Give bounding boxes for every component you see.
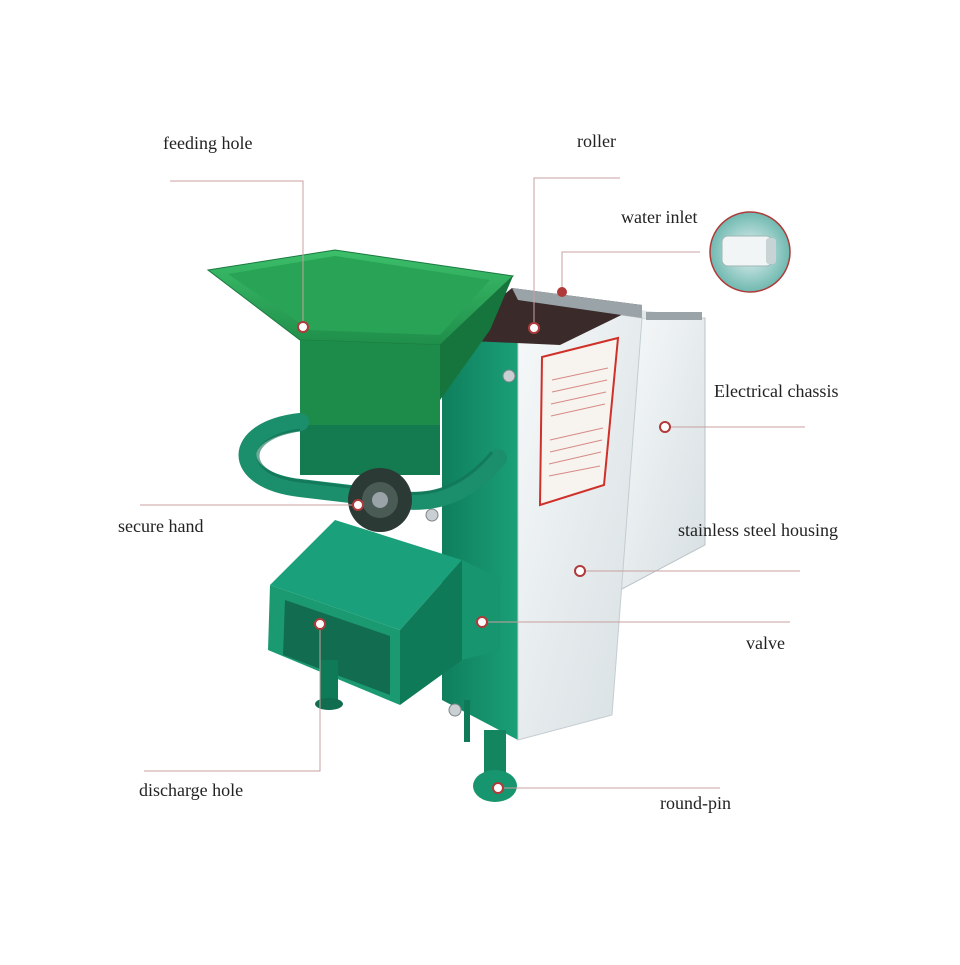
marker-round-pin xyxy=(492,782,504,794)
discharge-chute xyxy=(268,520,500,705)
leader-lines xyxy=(140,177,805,789)
label-feeding-hole: feeding hole xyxy=(163,133,253,153)
hopper xyxy=(206,249,515,475)
marker-stainless-steel-housing xyxy=(574,565,586,577)
bolt xyxy=(425,508,439,522)
warning-sticker xyxy=(538,336,620,507)
label-stainless-steel-housing: stainless steel housing xyxy=(678,520,838,540)
bolt xyxy=(448,703,462,717)
water-inlet-inset xyxy=(709,211,791,293)
marker-water-inlet xyxy=(557,287,567,297)
marker-roller xyxy=(528,322,540,334)
label-roller: roller xyxy=(577,131,616,151)
marker-valve xyxy=(476,616,488,628)
markers xyxy=(297,287,671,794)
marker-electrical-chassis xyxy=(659,421,671,433)
secure-handle xyxy=(238,413,507,510)
label-water-inlet: water inlet xyxy=(621,207,698,227)
label-round-pin: round-pin xyxy=(660,793,731,813)
label-valve: valve xyxy=(746,633,785,653)
bearing xyxy=(348,468,412,532)
label-discharge-hole: discharge hole xyxy=(139,780,244,800)
marker-feeding-hole xyxy=(297,321,309,333)
bolt xyxy=(502,369,516,383)
marker-discharge-hole xyxy=(314,618,326,630)
label-secure-hand: secure hand xyxy=(118,516,204,536)
label-electrical-chassis: Electrical chassis xyxy=(714,381,839,401)
marker-secure-hand xyxy=(352,499,364,511)
